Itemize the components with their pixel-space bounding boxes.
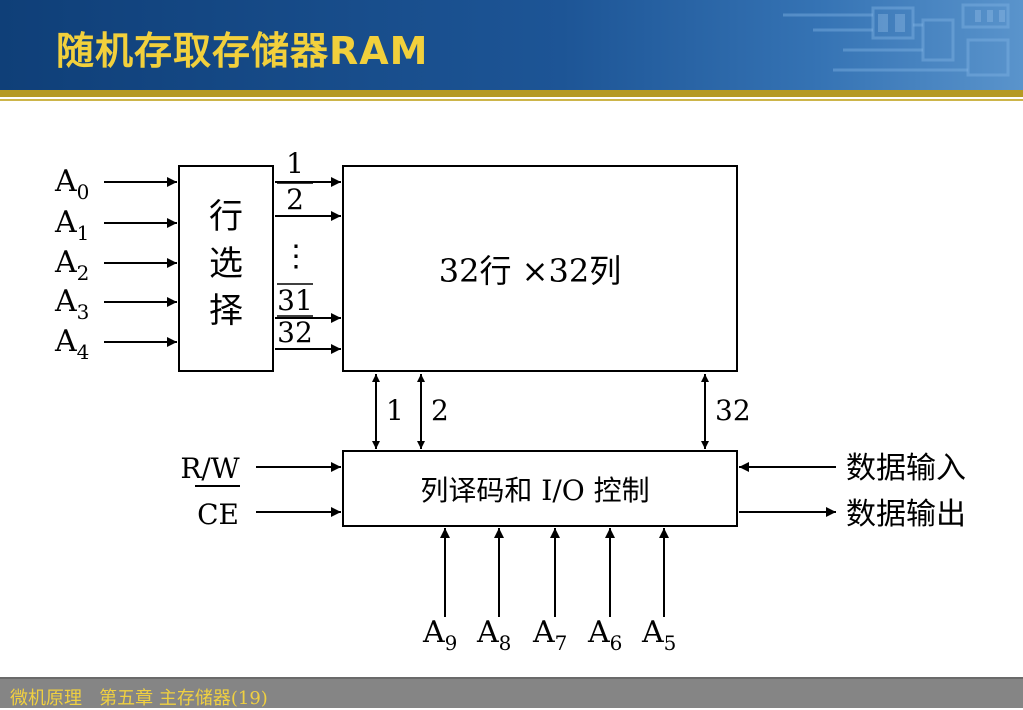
column-address-label-3: A6 — [587, 615, 622, 655]
row-address-label-2-sub: 2 — [77, 261, 90, 285]
data-output-label: 数据输出 — [846, 497, 966, 532]
header-rule — [0, 90, 1023, 97]
column-address-label-1-base: A — [476, 615, 499, 650]
column-address-label-4-base: A — [641, 615, 664, 650]
slide-header: 随机存取存储器RAM — [0, 0, 1023, 90]
row-decoder-char-0: 行 — [209, 197, 243, 237]
column-decoder-io-box — [342, 450, 738, 527]
memory-array-box — [342, 165, 738, 372]
row-address-label-4-base: A — [54, 324, 77, 359]
memory-array-label: 32行 ×32列 — [439, 252, 621, 290]
ce-signal-label: CE — [197, 498, 239, 531]
column-address-label-0-sub: 9 — [445, 631, 458, 655]
column-address-label-1: A8 — [476, 615, 511, 655]
column-address-label-0-base: A — [422, 615, 445, 650]
row-decoder-char-1: 选 — [209, 244, 243, 284]
row-decoder-char-2: 择 — [209, 291, 243, 331]
row-address-label-0: A0 — [54, 164, 89, 204]
column-address-label-4: A5 — [641, 615, 676, 655]
column-address-label-0: A9 — [422, 615, 457, 655]
column-address-label-3-base: A — [587, 615, 610, 650]
row-address-label-1: A1 — [54, 205, 89, 245]
row-select-label-3: 32 — [277, 316, 313, 349]
row-address-label-3: A3 — [54, 284, 89, 324]
row-address-label-1-sub: 1 — [77, 221, 90, 245]
column-decoder-io-label: 列译码和 I/O 控制 — [420, 474, 649, 507]
column-address-label-2: A7 — [532, 615, 567, 655]
header-rule-thin — [0, 99, 1023, 101]
column-line-label-32: 32 — [715, 394, 751, 427]
row-address-label-3-base: A — [54, 284, 77, 319]
column-address-label-2-sub: 7 — [555, 631, 568, 655]
slide-footer: 微机原理 第五章 主存储器(19) — [0, 677, 1023, 709]
row-address-label-0-base: A — [54, 164, 77, 199]
column-address-label-2-base: A — [532, 615, 555, 650]
row-address-label-4-sub: 4 — [77, 340, 90, 364]
data-input-label: 数据输入 — [846, 451, 966, 486]
circuit-decoration — [783, 3, 1010, 77]
column-address-label-3-sub: 6 — [610, 631, 623, 655]
footer-text: 微机原理 第五章 主存储器(19) — [10, 688, 268, 709]
column-address-label-4-sub: 5 — [664, 631, 677, 655]
slide-title: 随机存取存储器RAM — [56, 29, 429, 73]
row-select-ellipsis: ⋮ — [281, 239, 311, 274]
row-address-label-3-sub: 3 — [77, 300, 90, 324]
row-address-label-0-sub: 0 — [77, 180, 90, 204]
row-address-label-2: A2 — [54, 245, 89, 285]
row-select-label-1: 2 — [286, 183, 304, 216]
column-line-label-1: 1 — [386, 394, 404, 427]
row-decoder-box — [178, 165, 274, 372]
column-line-label-2: 2 — [431, 394, 449, 427]
column-address-label-1-sub: 8 — [499, 631, 512, 655]
row-address-label-4: A4 — [54, 324, 89, 364]
row-select-label-2: 31 — [277, 284, 313, 317]
row-select-label-0: 1 — [286, 147, 304, 180]
rw-signal-label: R/W — [180, 452, 240, 485]
row-address-label-1-base: A — [54, 205, 77, 240]
row-decoder-label: 行选择 — [209, 197, 243, 331]
row-address-label-2-base: A — [54, 245, 77, 280]
